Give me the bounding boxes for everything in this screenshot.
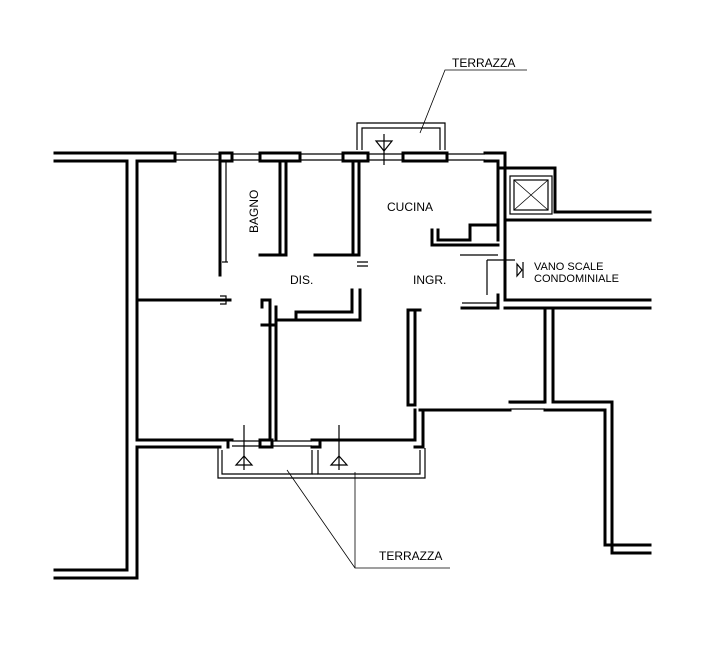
label-terrazza-bottom: TERRAZZA (379, 549, 442, 563)
leader-lines (286, 69, 527, 569)
left-neighbour-wall (53, 151, 222, 580)
label-vano-scale: VANO SCALE (534, 261, 604, 273)
label-ingr: INGR. (413, 273, 446, 287)
bottom-terrace (217, 425, 426, 479)
label-terrazza-top: TERRAZZA (452, 56, 515, 70)
label-dis: DIS. (290, 273, 313, 287)
label-cucina: CUCINA (387, 200, 433, 214)
stair-void (509, 175, 553, 278)
top-terrace (356, 122, 446, 165)
apartment-outer-wall (135, 151, 652, 555)
label-condominiale: CONDOMINIALE (534, 273, 619, 285)
label-bagno: BAGNO (247, 190, 261, 233)
interior-partitions (135, 159, 515, 442)
